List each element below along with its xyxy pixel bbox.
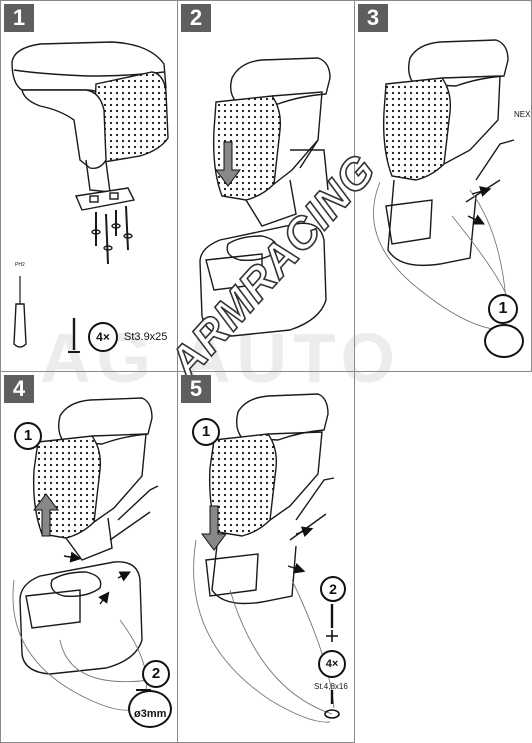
step4-drill-detail — [128, 690, 172, 728]
step3-armrest-drawing — [383, 39, 515, 267]
step-number-1: 1 — [4, 4, 34, 32]
step5-armrest-drawing — [205, 393, 335, 605]
step5-screw-icon — [324, 604, 340, 719]
step2-armrest-drawing — [199, 57, 331, 337]
screwdriver-label: PH2 — [15, 262, 25, 268]
step-number-2: 2 — [181, 4, 211, 32]
step5-substep-2: 2 — [320, 576, 346, 602]
step5-substep-1: 1 — [192, 418, 220, 446]
step-number-5: 5 — [181, 375, 211, 403]
step4-drill-size: ø3mm — [134, 708, 167, 720]
step1-quantity-badge: 4× — [88, 322, 118, 352]
step3-substep-1: 1 — [488, 294, 518, 324]
step5-down-arrow — [201, 505, 227, 551]
step1-screw-spec: St3.9x25 — [124, 331, 168, 343]
step5-screw-spec: St.4,8x16 — [314, 682, 348, 691]
step4-armrest-drawing — [19, 397, 159, 675]
step4-up-arrow — [33, 493, 59, 537]
step4-substep-1: 1 — [14, 422, 42, 450]
step-number-3: 3 — [358, 4, 388, 32]
step4-substep-2: 2 — [142, 660, 170, 688]
step3-edge-text: NEX — [514, 110, 531, 119]
step3-clip-detail — [484, 324, 524, 358]
step5-quantity-badge: 4× — [318, 650, 346, 678]
step-number-4: 4 — [4, 375, 34, 403]
step1-armrest-drawing — [11, 41, 169, 353]
step2-down-arrow — [215, 141, 241, 187]
